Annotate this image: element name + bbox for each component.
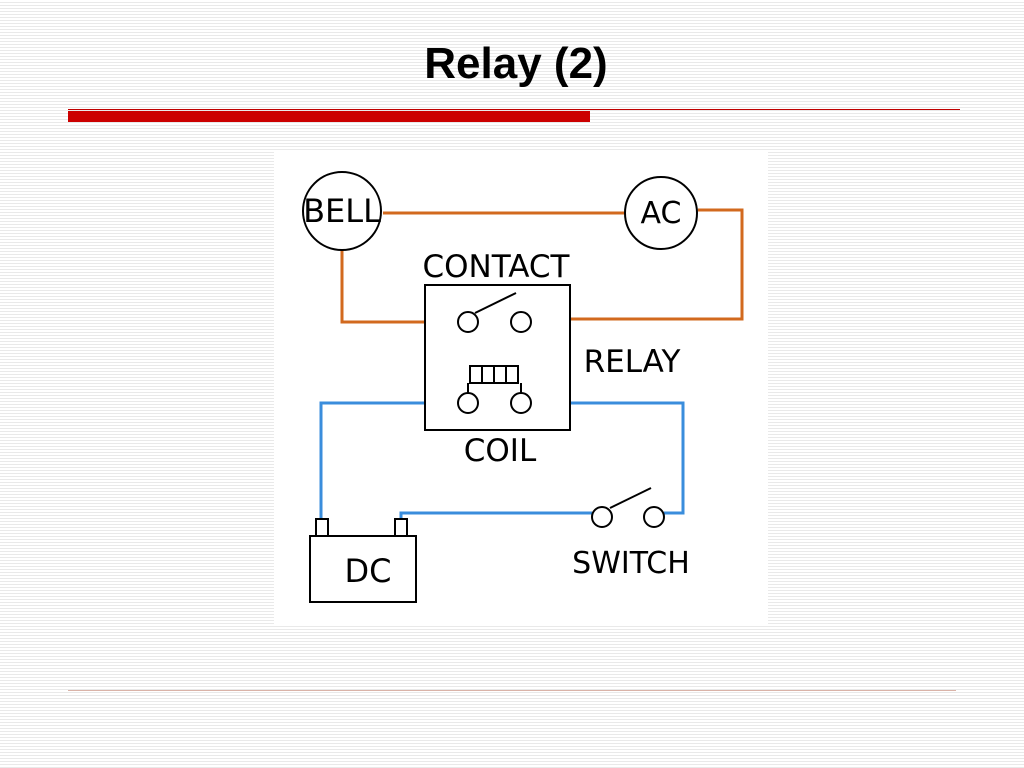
relay-label: RELAY: [584, 344, 681, 380]
wire-switch-to-coil: [531, 401, 685, 515]
battery-body: [309, 535, 417, 603]
dc-circuit-wires: [319, 401, 685, 519]
title-rule-thin: [68, 109, 960, 110]
wire-coil-to-battery: [319, 401, 458, 519]
contact-terminal-left: [457, 311, 479, 333]
bell-label: BELL: [303, 192, 381, 230]
dc-label: DC: [345, 552, 392, 590]
switch-symbol: [591, 487, 665, 528]
bell-circle: [302, 171, 382, 251]
switch-label: SWITCH: [572, 546, 690, 581]
battery-terminal-right: [394, 518, 408, 537]
footer-rule: [68, 690, 956, 691]
ac-circuit-wires: [340, 208, 744, 324]
battery-terminal-left: [315, 518, 329, 537]
switch-terminal-right: [643, 506, 665, 528]
contact-switch-arm: [474, 292, 517, 314]
relay-box: [424, 284, 571, 431]
ac-label: AC: [641, 196, 682, 231]
ac-source-symbol: AC: [624, 176, 698, 250]
relay-circuit-diagram: BELL AC CONTACT RELAY: [274, 152, 768, 624]
relay-coil: [457, 365, 532, 414]
wire-ac-to-contact: [531, 208, 744, 321]
schematic-svg: BELL AC CONTACT RELAY: [302, 171, 744, 603]
coil-label: COIL: [464, 433, 537, 469]
switch-arm: [609, 487, 652, 509]
title-accent-bar: [68, 111, 590, 122]
wire-battery-to-switch: [399, 511, 592, 519]
coil-terminal-right: [510, 392, 532, 414]
bell-symbol: BELL: [302, 171, 382, 251]
switch-terminal-left: [591, 506, 613, 528]
contact-terminal-right: [510, 311, 532, 333]
wire-bell-to-contact: [340, 246, 458, 324]
dc-battery-symbol: DC: [309, 518, 417, 603]
coil-terminal-left: [457, 392, 479, 414]
relay-contact: [457, 292, 532, 333]
slide-title: Relay (2): [424, 39, 608, 88]
contact-label: CONTACT: [422, 249, 570, 285]
ac-circle: [624, 176, 698, 250]
